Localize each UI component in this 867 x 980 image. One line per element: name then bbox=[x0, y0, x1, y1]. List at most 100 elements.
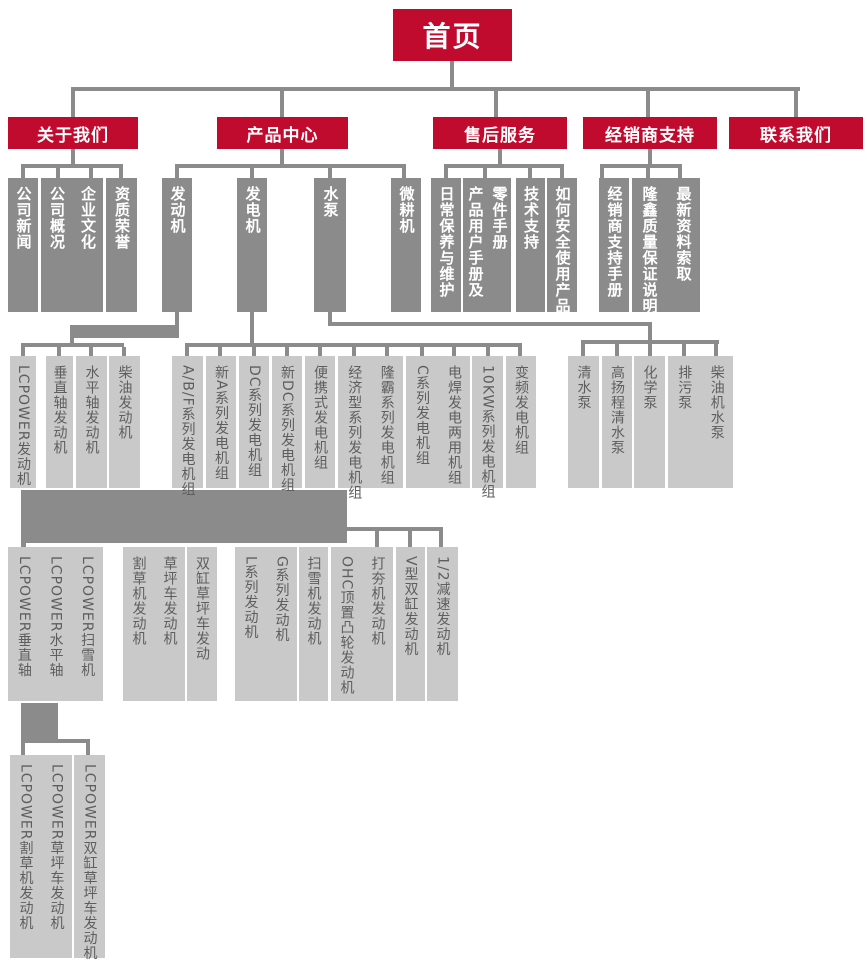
node-micro-tiller[interactable]: 微耕机 bbox=[391, 178, 421, 312]
node-lcpower-twin-lawncar[interactable]: LCPOWER双缸草坪车发动机 bbox=[74, 755, 105, 960]
connector-line bbox=[122, 347, 126, 356]
node-label: 技术支持 bbox=[522, 186, 540, 250]
node-dealer-support-manual[interactable]: 经销商支持手册 bbox=[599, 178, 629, 312]
node-label: LCPOWER垂直轴 bbox=[15, 556, 32, 678]
connector-line bbox=[89, 347, 93, 356]
node-horizontal-shaft-engine[interactable]: 水平轴发动机 bbox=[76, 356, 107, 488]
node-label: 经销商支持 bbox=[605, 125, 695, 146]
node-label: LCPOWER发动机 bbox=[15, 365, 31, 487]
node-portable-genset[interactable]: 便携式发电机组 bbox=[305, 356, 335, 488]
node-label: LCPOWER割草机发动机 bbox=[17, 764, 34, 931]
node-generator[interactable]: 发电机 bbox=[237, 178, 267, 312]
node-diesel-engine[interactable]: 柴油发动机 bbox=[109, 356, 140, 488]
node-ohc-rammer-engine[interactable]: OHC顶置凸轮发动机打夯机发动机 bbox=[331, 547, 393, 701]
node-tech-support[interactable]: 技术支持 bbox=[516, 178, 545, 312]
connector-line bbox=[646, 91, 650, 117]
connector-line bbox=[86, 743, 90, 755]
node-label: 联系我们 bbox=[760, 125, 832, 146]
node-10kw-series-genset[interactable]: 10KW系列发电机组 bbox=[472, 356, 503, 499]
connector-line bbox=[648, 149, 652, 164]
node-dealer-support[interactable]: 经销商支持 bbox=[583, 117, 717, 149]
node-home[interactable]: 首页 bbox=[393, 9, 512, 61]
connector-line bbox=[318, 347, 322, 356]
node-label: 隆鑫质量保证说明 bbox=[640, 186, 659, 314]
connector-line bbox=[252, 347, 256, 356]
node-engine[interactable]: 发动机 bbox=[162, 178, 192, 312]
node-label: 产品中心 bbox=[246, 125, 319, 146]
node-label: 售后服务 bbox=[464, 125, 536, 146]
node-label: 扫雪机发动机 bbox=[305, 556, 322, 646]
node-vertical-shaft-engine[interactable]: 垂直轴发动机 bbox=[46, 356, 73, 488]
node-product-center[interactable]: 产品中心 bbox=[217, 117, 348, 149]
node-company-news[interactable]: 公司新闻 bbox=[8, 178, 38, 312]
node-about-us[interactable]: 关于我们 bbox=[8, 117, 138, 149]
connector-line bbox=[21, 543, 26, 547]
node-chemical-pump[interactable]: 化学泵 bbox=[634, 356, 665, 488]
connector-line bbox=[175, 312, 179, 325]
connector-line bbox=[70, 338, 74, 343]
node-label: 资质荣誉 bbox=[113, 186, 131, 250]
node-daily-maintenance[interactable]: 日常保养与维护 bbox=[431, 178, 461, 312]
node-label: 打夯机发动机 bbox=[369, 556, 386, 646]
node-abf-series-genset[interactable]: A/B/F系列发电机组 bbox=[172, 356, 203, 497]
connector-line bbox=[408, 531, 412, 547]
connector-line bbox=[560, 168, 564, 178]
connector-line bbox=[444, 168, 448, 178]
node-quality-guarantee-latest-info[interactable]: 隆鑫质量保证说明最新资料索取 bbox=[632, 178, 700, 314]
node-mower-lawncar-engine[interactable]: 割草机发动机草坪车发动机 bbox=[123, 547, 185, 701]
node-twin-lawncar-engine[interactable]: 双缸草坪车发动 bbox=[187, 547, 217, 701]
node-label: 双缸草坪车发动 bbox=[194, 556, 210, 661]
node-new-dc-series-genset[interactable]: 新DC系列发电机组 bbox=[272, 356, 302, 493]
connector-line bbox=[71, 87, 800, 91]
node-half-reduction-engine[interactable]: 1/2减速发动机 bbox=[427, 547, 458, 701]
node-dc-series-genset[interactable]: DC系列发电机组 bbox=[239, 356, 269, 488]
node-label: 日常保养与维护 bbox=[437, 186, 456, 298]
node-company-profile-culture[interactable]: 公司概况企业文化 bbox=[41, 178, 103, 312]
connector-line bbox=[346, 527, 443, 531]
node-high-lift-clean-water-pump[interactable]: 高扬程清水泵 bbox=[602, 356, 632, 488]
connector-line bbox=[280, 149, 284, 164]
node-qualification-honors[interactable]: 资质荣誉 bbox=[106, 178, 137, 312]
node-economy-longba-genset[interactable]: 经济型系列发电机组隆霸系列发电机组 bbox=[338, 356, 403, 500]
node-clean-water-pump[interactable]: 清水泵 bbox=[568, 356, 599, 488]
connector-line bbox=[21, 343, 124, 347]
node-label: 经济型系列发电机组 bbox=[346, 365, 363, 500]
node-label: G系列发动机 bbox=[273, 556, 290, 643]
node-after-sales-service[interactable]: 售后服务 bbox=[433, 117, 567, 149]
connector-line bbox=[714, 344, 718, 356]
node-user-parts-manuals[interactable]: 产品用户手册及零件手册 bbox=[463, 178, 511, 312]
node-label: 首页 bbox=[422, 20, 483, 53]
node-lcpower-engine[interactable]: LCPOWER发动机 bbox=[10, 356, 36, 488]
node-label: 发动机 bbox=[168, 186, 187, 234]
node-water-pump[interactable]: 水泵 bbox=[314, 178, 346, 312]
connector-line bbox=[250, 168, 254, 178]
node-inverter-genset[interactable]: 变频发电机组 bbox=[506, 356, 536, 488]
node-c-series-welding-genset[interactable]: C系列发电机组电焊发电两用机组 bbox=[406, 356, 470, 488]
connector-line bbox=[648, 326, 652, 340]
node-label: 最新资料索取 bbox=[674, 186, 693, 282]
node-snow-thrower-engine[interactable]: 扫雪机发动机 bbox=[299, 547, 328, 701]
connector-trunk bbox=[70, 325, 179, 338]
node-sewage-diesel-pump[interactable]: 排污泵柴油机水泵 bbox=[668, 356, 733, 488]
node-safe-product-use[interactable]: 如何安全使用产品 bbox=[547, 178, 577, 314]
connector-line bbox=[21, 743, 25, 755]
connector-line bbox=[250, 312, 254, 343]
node-label: 隆霸系列发电机组 bbox=[378, 365, 395, 485]
node-label: 水泵 bbox=[321, 186, 340, 218]
node-label: 割草机发动机 bbox=[130, 556, 147, 646]
node-label: DC系列发电机组 bbox=[246, 365, 262, 478]
node-label: 经销商支持手册 bbox=[605, 186, 624, 298]
node-v-twin-engine[interactable]: V型双缸发动机 bbox=[396, 547, 425, 701]
node-label: 垂直轴发动机 bbox=[51, 365, 68, 455]
node-new-a-series-genset[interactable]: 新A系列发电机组 bbox=[206, 356, 236, 488]
node-label: 关于我们 bbox=[37, 125, 109, 146]
connector-line bbox=[185, 347, 189, 356]
node-contact-us[interactable]: 联系我们 bbox=[729, 117, 863, 149]
connector-line bbox=[646, 168, 650, 178]
connector-line bbox=[119, 168, 123, 178]
node-label: 排污泵 bbox=[676, 365, 693, 410]
connector-line bbox=[280, 91, 284, 117]
